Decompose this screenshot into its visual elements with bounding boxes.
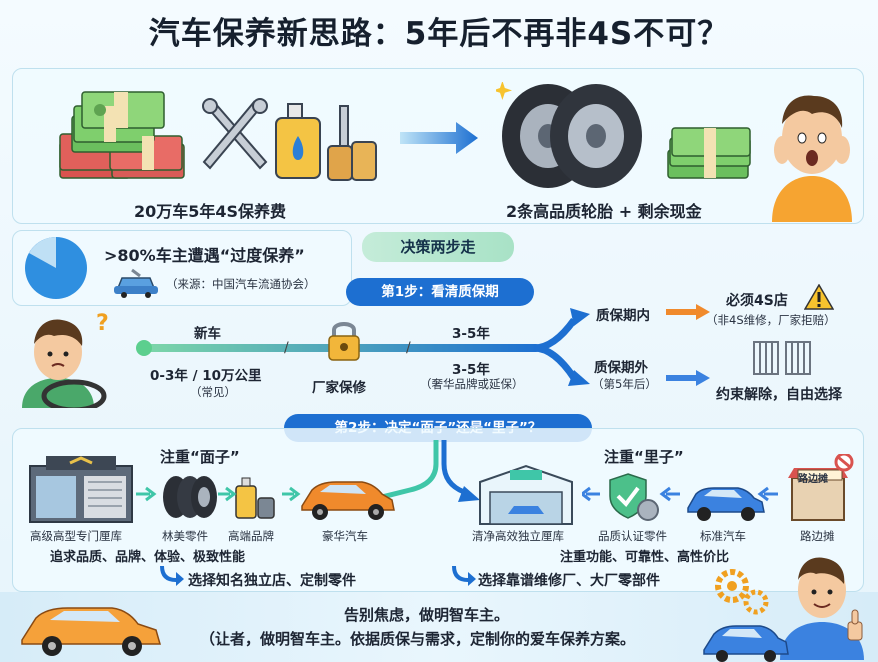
timeline-range-b: 3-5年: [452, 326, 490, 342]
face-item-garage: 高级高型专门厘库: [30, 529, 122, 543]
worried-driver-icon: ?: [22, 311, 109, 408]
decision-heading: 决策两步走: [362, 232, 514, 262]
face-arrows: [136, 486, 301, 502]
blue-arrow-icon: [666, 370, 710, 386]
thumbs-up-person-icon: [780, 557, 864, 660]
face-item-car: 豪华汽车: [322, 529, 368, 543]
roadside-stall-icon: [788, 454, 854, 521]
step1-badge: 第1步：看清质保期: [346, 278, 534, 306]
warranty-out-label: 质保期外: [594, 360, 648, 376]
warranty-in-result: 必须4S店: [726, 293, 788, 309]
substance-item-parts: 品质认证零件: [598, 529, 667, 543]
substance-item-garage: 清净高效独立厘库: [472, 529, 564, 543]
cash-stack-icon: [59, 91, 185, 179]
timeline-lock-label: 厂家保修: [312, 380, 366, 396]
svg-text:?: ?: [96, 311, 109, 336]
car-repair-icon: [114, 268, 158, 298]
warranty-out-note: （第5年后）: [592, 377, 657, 391]
standard-car-icon: [687, 487, 765, 521]
wrench-tools-icon: [202, 98, 268, 170]
face-choice-arrow: [160, 566, 184, 586]
footer-line2: （让者，做明智车主。依据质保与需求，定制你的爱车保养方案。: [200, 630, 636, 648]
clean-garage-icon: [479, 464, 573, 525]
shocked-person-icon: [772, 95, 852, 222]
substance-arrows: [582, 486, 778, 502]
right-arrow-icon: [400, 122, 478, 154]
timeline-new-car: 新车: [194, 326, 221, 342]
premium-oil-icon: [235, 477, 275, 519]
premium-garage-icon: [29, 456, 133, 523]
footer-car-left-icon: [21, 607, 161, 656]
substance-choice: 选择靠谱维修厂、大厂零部件: [478, 573, 660, 589]
timeline-range-c: 3-5年: [452, 362, 490, 378]
face-item-parts: 林美零件: [162, 529, 208, 543]
timeline-range-a: 0-3年 / 10万公里: [150, 368, 262, 384]
footer-line1: 告别焦虑，做明智车主。: [344, 606, 510, 624]
face-heading: 注重“面子”: [160, 448, 240, 466]
substance-item-stall: 路边摊: [800, 529, 835, 543]
lock-icon: [328, 322, 360, 361]
cash-icon: [667, 127, 751, 179]
svg-text:/: /: [284, 340, 289, 356]
left-caption: 20万车5年4S保养费: [134, 202, 287, 221]
certified-parts-icon: [609, 473, 659, 521]
substance-choice-arrow: [452, 566, 476, 586]
substance-heading: 注重“里子”: [604, 448, 684, 466]
orange-arrow-icon: [666, 304, 710, 320]
warranty-out-result: 约束解除，自由选择: [716, 387, 842, 403]
warning-icon: [804, 284, 834, 310]
stat-source: （来源：中国汽车流通协会）: [166, 277, 316, 291]
timeline-range-a-note: （常见）: [190, 385, 236, 399]
face-choice: 选择知名独立店、定制零件: [188, 573, 356, 589]
warranty-in-label: 质保期内: [596, 308, 650, 324]
footer-car-right-icon: [703, 625, 789, 662]
tires-icon: [496, 82, 642, 188]
gears-icon: [715, 569, 769, 615]
premium-tires-icon: [163, 476, 217, 518]
right-caption: 2条高品质轮胎 + 剩余现金: [506, 202, 702, 221]
gate-icon: [753, 341, 811, 375]
substance-desc: 注重功能、可靠性、高性价比: [560, 550, 730, 565]
svg-text:/: /: [406, 340, 411, 356]
face-desc: 追求品质、品牌、体验、极致性能: [50, 550, 246, 565]
stat-headline: >80%车主遭遇“过度保养”: [104, 246, 305, 265]
face-item-brand: 高端品牌: [228, 529, 274, 543]
pie-chart-icon: [25, 237, 87, 299]
substance-stall-sign: 路边摊: [798, 474, 828, 485]
warranty-in-note: （非4S维修，厂家拒赔）: [706, 313, 836, 327]
luxury-car-icon: [301, 481, 395, 520]
warranty-timeline: / /: [136, 308, 590, 386]
page-title: 汽车保养新思路：5年后不再非4S不可？: [148, 16, 730, 52]
oil-bottle-icon: [275, 103, 377, 181]
substance-item-car: 标准汽车: [700, 529, 746, 543]
timeline-range-c-note: （奢华品牌或延保）: [420, 377, 524, 391]
